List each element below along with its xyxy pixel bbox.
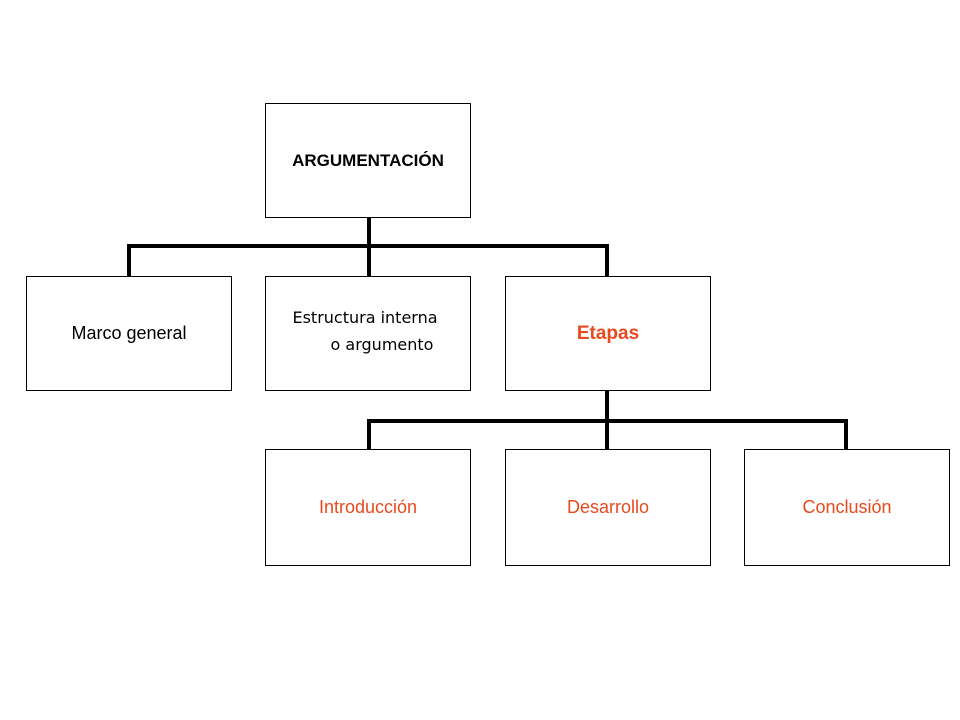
node-estructura-interna: Estructura interna o argumento xyxy=(265,276,471,391)
node-etapas: Etapas xyxy=(505,276,711,391)
node-estructura-label-line1: Estructura interna xyxy=(292,307,438,327)
node-desarrollo: Desarrollo xyxy=(505,449,711,566)
node-estructura-label-line2: o argumento xyxy=(330,334,434,354)
node-etapas-label: Etapas xyxy=(576,322,640,344)
node-argumentacion-label: ARGUMENTACIÓN xyxy=(292,150,444,170)
node-marco-general: Marco general xyxy=(26,276,232,391)
node-introduccion-label: Introducción xyxy=(318,497,418,517)
node-marco-general-label: Marco general xyxy=(71,323,187,343)
node-introduccion: Introducción xyxy=(265,449,471,566)
node-argumentacion: ARGUMENTACIÓN xyxy=(265,103,471,218)
node-desarrollo-label: Desarrollo xyxy=(566,497,650,517)
node-conclusion: Conclusión xyxy=(744,449,950,566)
node-conclusion-label: Conclusión xyxy=(802,497,892,517)
